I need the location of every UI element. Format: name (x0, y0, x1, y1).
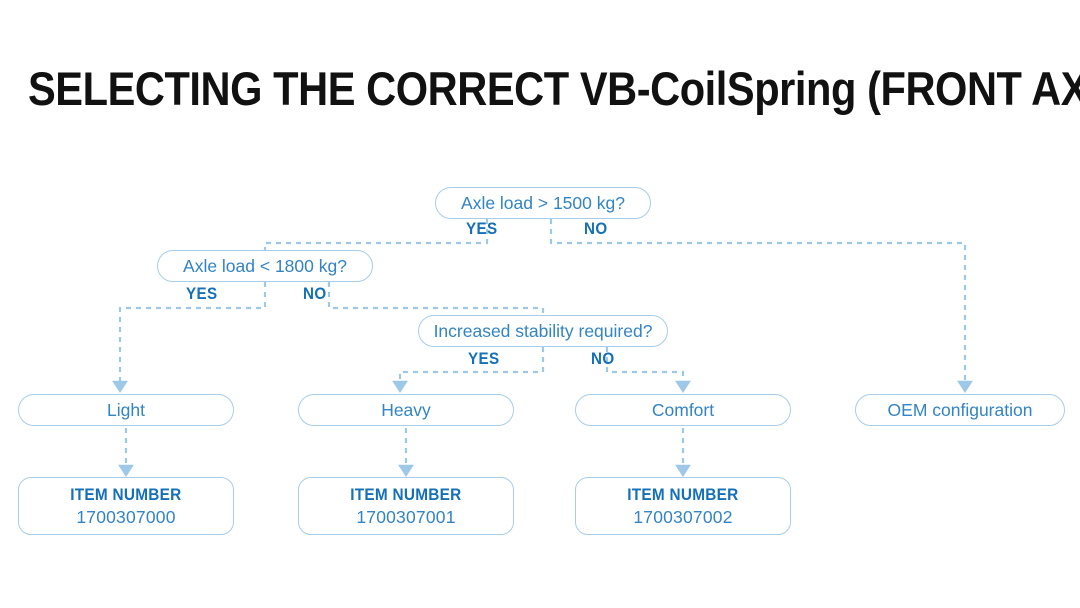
edge-d3-yes (392, 347, 545, 394)
item-number-caption: ITEM NUMBER (627, 486, 739, 504)
item-number-value: 1700307002 (633, 507, 733, 527)
result-node-heavy[interactable]: Heavy (298, 394, 514, 426)
item-number-box-heavy[interactable]: ITEM NUMBER 1700307001 (298, 477, 514, 535)
decision-node-axle-load-1800[interactable]: Axle load < 1800 kg? (157, 250, 373, 282)
item-number-caption: ITEM NUMBER (350, 486, 462, 504)
branch-label-d2-yes: YES (186, 285, 218, 303)
item-number-value: 1700307001 (356, 507, 456, 527)
item-number-value: 1700307000 (76, 507, 176, 527)
branch-label-d3-yes: YES (468, 350, 500, 368)
page-title: SELECTING THE CORRECT VB-CoilSpring (FRO… (28, 62, 1080, 115)
item-number-caption: ITEM NUMBER (70, 486, 182, 504)
result-node-comfort[interactable]: Comfort (575, 394, 791, 426)
decision-node-increased-stability[interactable]: Increased stability required? (418, 315, 668, 347)
edge-d1-yes (263, 219, 489, 252)
edge-d1-no (549, 219, 973, 394)
edge-d2-yes (112, 282, 267, 394)
item-number-box-light[interactable]: ITEM NUMBER 1700307000 (18, 477, 234, 535)
decision-node-axle-load-1500[interactable]: Axle load > 1500 kg? (435, 187, 651, 219)
branch-label-d3-no: NO (591, 350, 615, 368)
branch-label-d1-no: NO (584, 220, 608, 238)
edge-d2-no (327, 282, 545, 317)
item-number-box-comfort[interactable]: ITEM NUMBER 1700307002 (575, 477, 791, 535)
branch-label-d1-yes: YES (466, 220, 498, 238)
result-node-oem-configuration[interactable]: OEM configuration (855, 394, 1065, 426)
result-node-light[interactable]: Light (18, 394, 234, 426)
edge-d3-no (605, 347, 691, 394)
branch-label-d2-no: NO (303, 285, 327, 303)
